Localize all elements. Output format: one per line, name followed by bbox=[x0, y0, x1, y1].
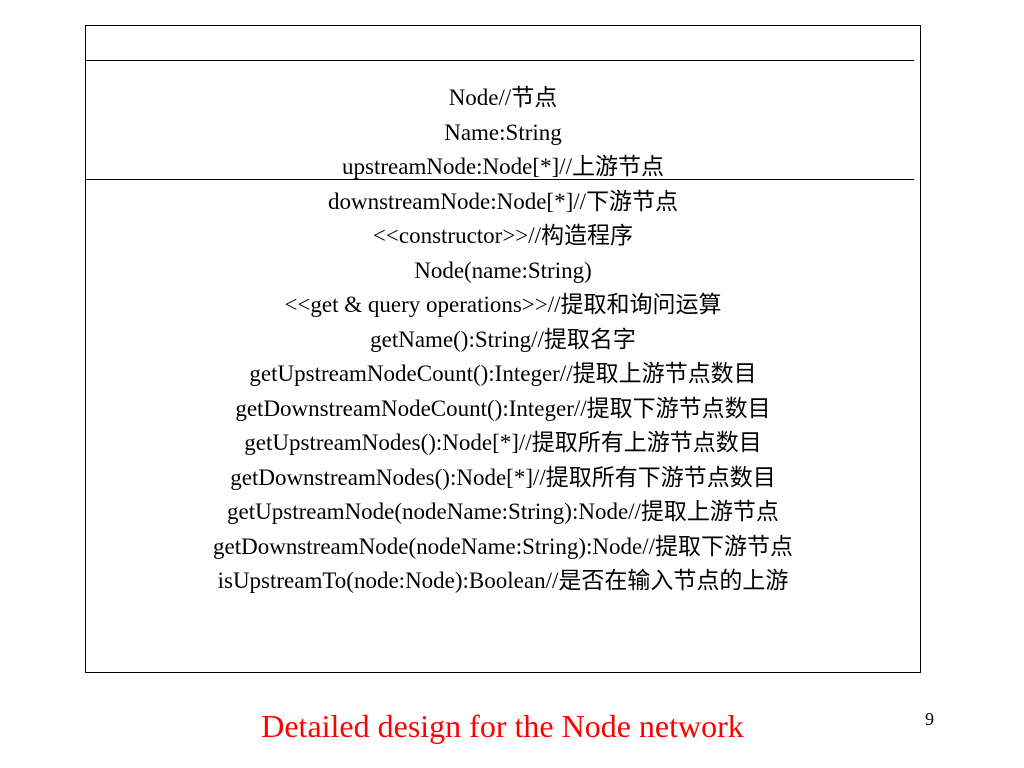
constructor-stereotype-line: <<constructor>>//构造程序 bbox=[372, 223, 634, 248]
page-number: 9 bbox=[925, 709, 934, 729]
slide-caption: Detailed design for the Node network bbox=[261, 708, 744, 744]
query-stereotype-line: <<get & query operations>>//提取和询问运算 bbox=[284, 292, 722, 317]
attribute-downstream-line: downstreamNode:Node[*]//下游节点 bbox=[327, 188, 679, 214]
method-get-upstream-node: getUpstreamNode(nodeName:String):Node//提… bbox=[227, 499, 779, 524]
attribute-name-line: Name:String bbox=[444, 119, 562, 145]
method-get-upstream-nodes: getUpstreamNodes():Node[*]//提取所有上游节点数目 bbox=[244, 430, 762, 455]
method-get-name: getName():String//提取名字 bbox=[370, 326, 636, 352]
method-get-downstream-nodes: getDownstreamNodes():Node[*]//提取所有下游节点数目 bbox=[230, 464, 776, 490]
constructor-line: Node(name:String) bbox=[414, 257, 592, 283]
class-name-line: Node//节点 bbox=[448, 85, 558, 110]
class-name-divider bbox=[86, 60, 914, 61]
method-get-upstream-count: getUpstreamNodeCount():Integer//提取上游节点数目 bbox=[249, 361, 757, 386]
uml-class-box: Node//节点 Name:String upstreamNode:Node[*… bbox=[85, 25, 921, 673]
method-get-downstream-count: getDownstreamNodeCount():Integer//提取下游节点… bbox=[235, 395, 771, 421]
attributes-divider bbox=[86, 179, 914, 180]
method-is-upstream-to: isUpstreamTo(node:Node):Boolean//是否在输入节点… bbox=[217, 568, 789, 593]
attribute-upstream-line: upstreamNode:Node[*]//上游节点 bbox=[342, 154, 664, 179]
method-get-downstream-node: getDownstreamNode(nodeName:String):Node/… bbox=[213, 533, 793, 559]
class-text-lines: Node//节点 Name:String upstreamNode:Node[*… bbox=[86, 81, 920, 599]
